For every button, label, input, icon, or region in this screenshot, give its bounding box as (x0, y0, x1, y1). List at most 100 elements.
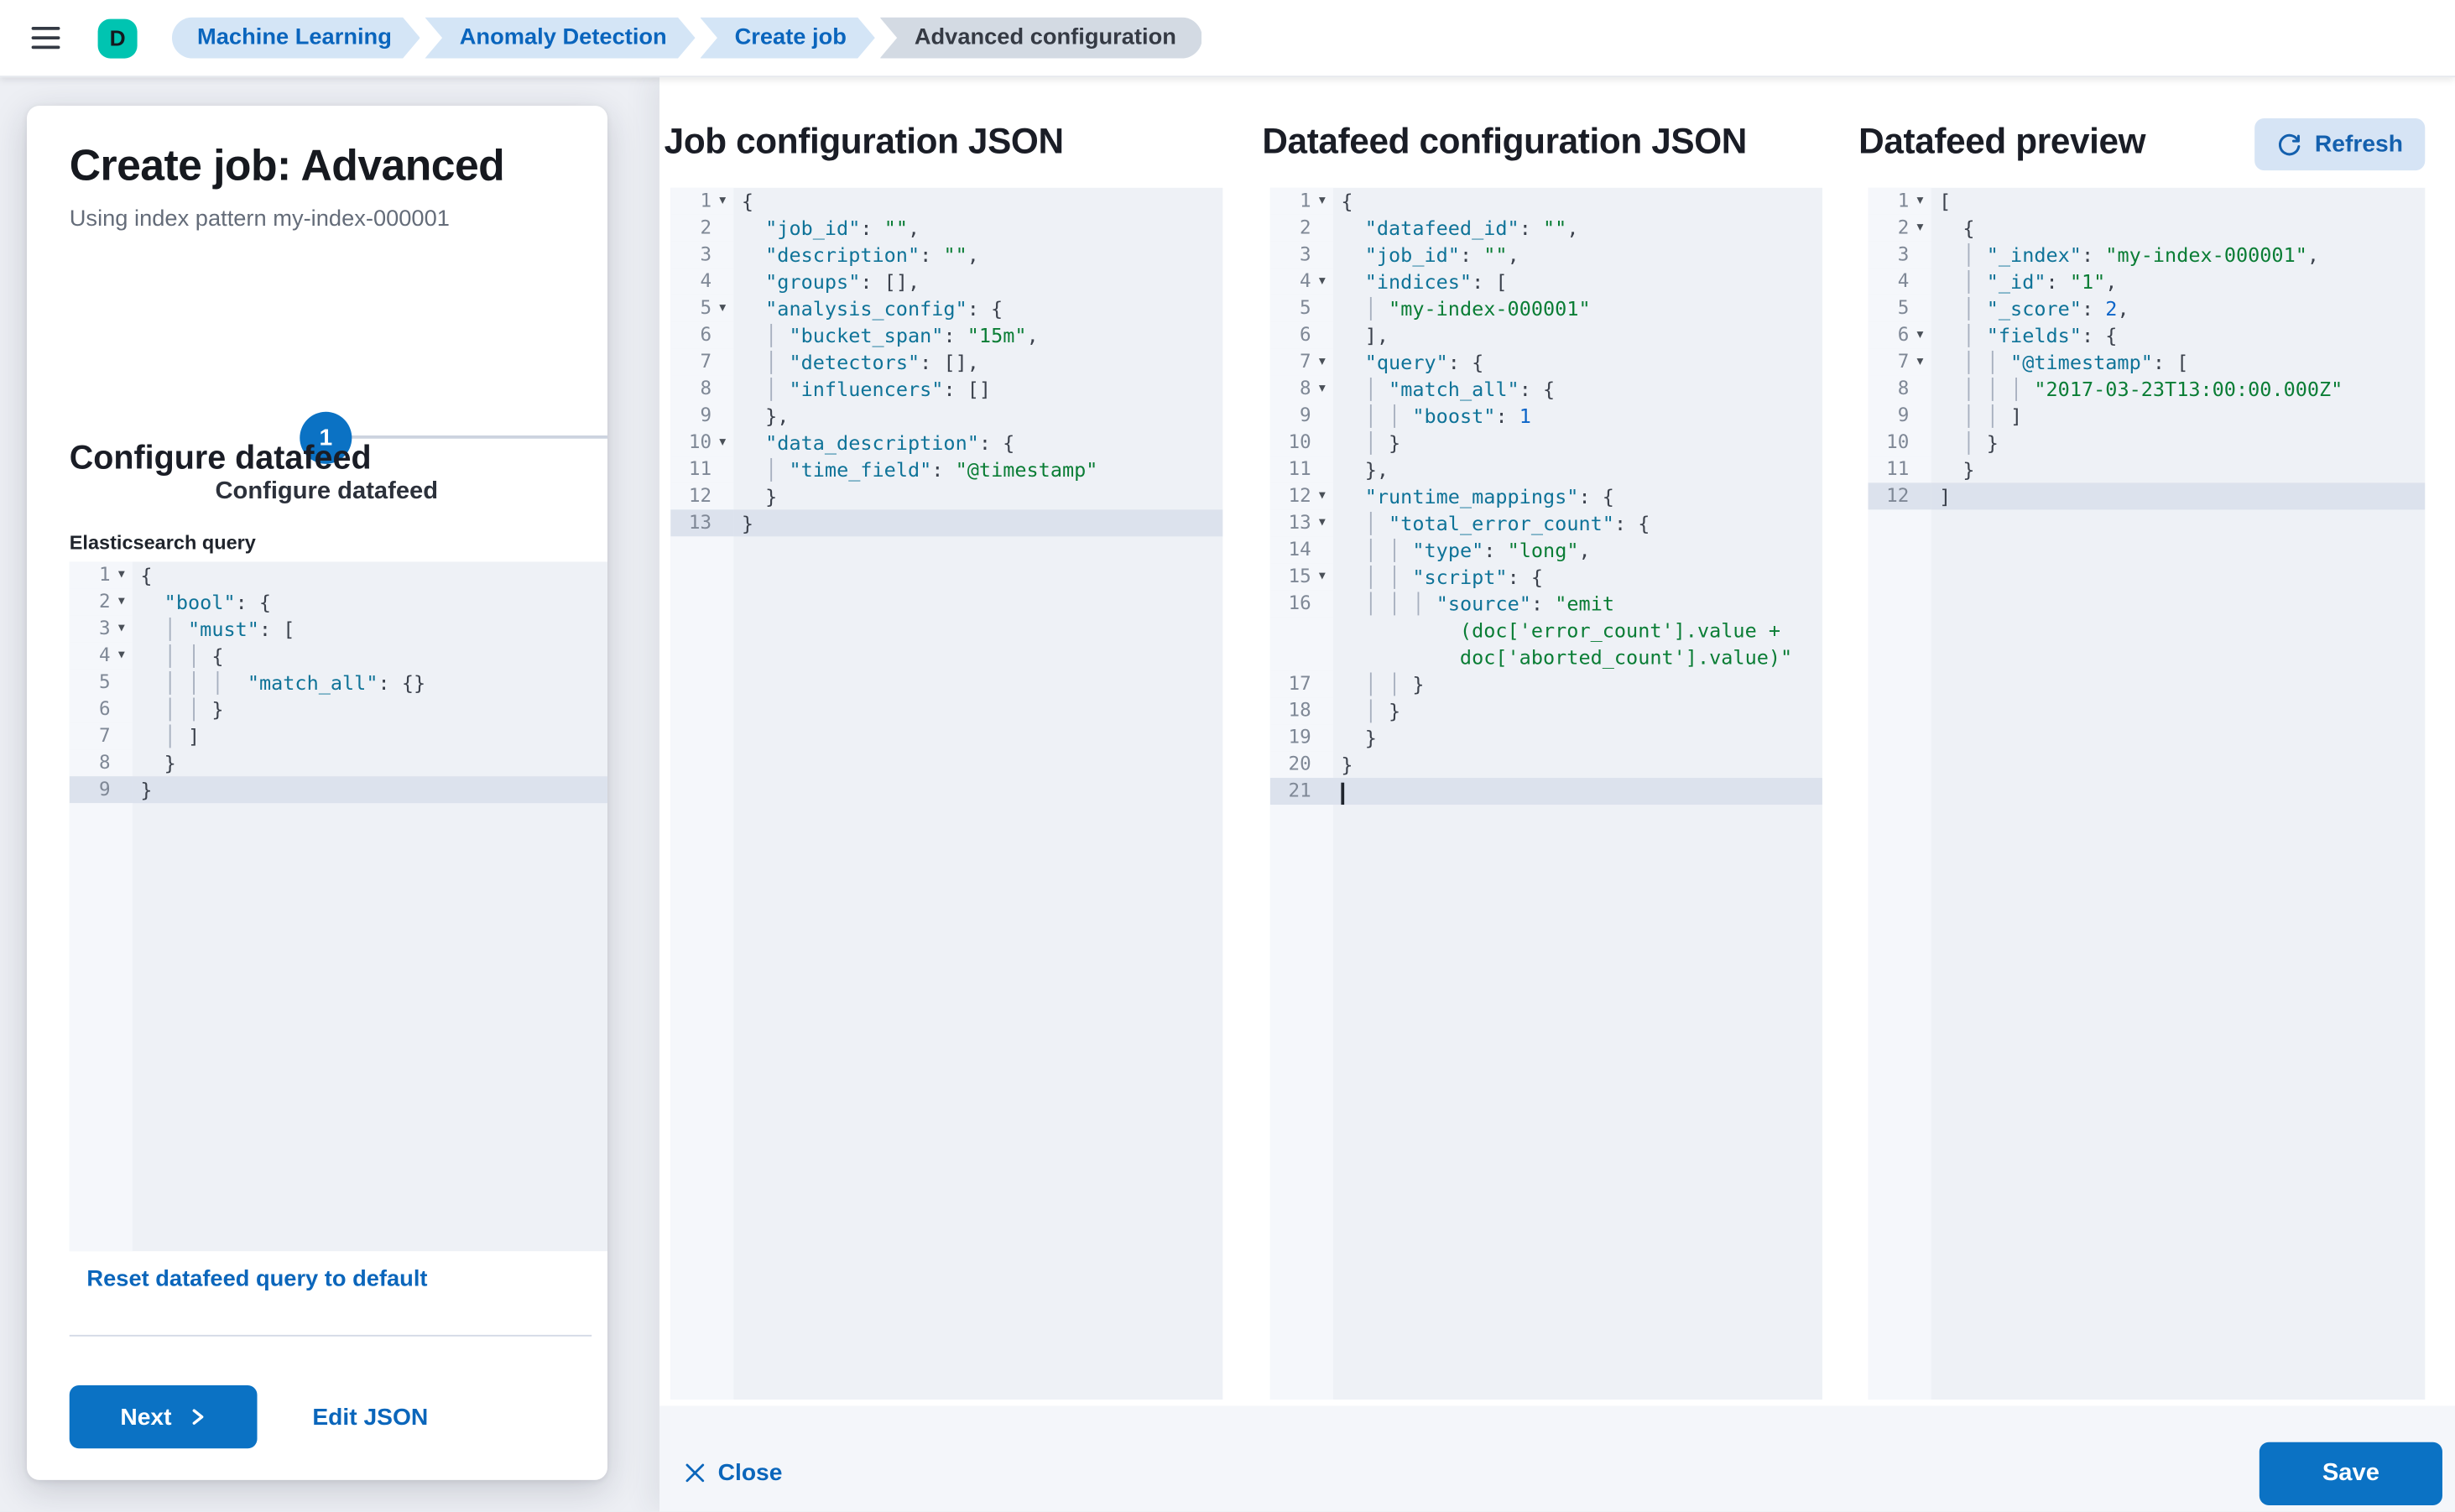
editor-empty-area (1269, 805, 1822, 1400)
es-query-label: Elasticsearch query (69, 531, 256, 555)
code-line: 9 }, (670, 402, 1222, 430)
reset-query-link[interactable]: Reset datafeed query to default (86, 1267, 428, 1293)
top-navigation-bar: D Machine Learning Anomaly Detection Cre… (0, 0, 2455, 78)
fold-arrow-icon[interactable]: ▼ (1318, 488, 1326, 502)
code-line: 3▼ │ "must": [ (69, 615, 607, 643)
fold-arrow-icon[interactable]: ▼ (1318, 194, 1326, 207)
code-line: 19 } (1269, 724, 1822, 752)
code-line: 10▼ "data_description": { (670, 429, 1222, 456)
code-line: 11 }, (1269, 456, 1822, 483)
code-line: 5▼ "analysis_config": { (670, 295, 1222, 322)
code-line: 8 │ │ │ "2017-03-23T13:00:00.000Z" (1868, 375, 2425, 403)
code-line: 6 │ "bucket_span": "15m", (670, 321, 1222, 349)
code-line: 10 │ } (1269, 429, 1822, 456)
code-line: 6▼ │ "fields": { (1868, 321, 2425, 349)
breadcrumb-create-job[interactable]: Create job (700, 18, 875, 59)
code-line: (doc['error_count'].value + (1269, 617, 1822, 644)
fold-arrow-icon[interactable]: ▼ (1318, 274, 1326, 288)
fold-arrow-icon[interactable]: ▼ (1318, 382, 1326, 395)
section-heading: Configure datafeed (69, 440, 372, 477)
code-line: 8 │ "influencers": [] (670, 375, 1222, 403)
code-line: 6 │ │ } (69, 696, 607, 723)
fold-arrow-icon[interactable]: ▼ (117, 648, 125, 661)
code-line: 2▼ { (1868, 214, 2425, 242)
breadcrumb-machine-learning[interactable]: Machine Learning (172, 18, 420, 59)
code-line: 2▼ "bool": { (69, 588, 607, 616)
chevron-right-icon (187, 1407, 206, 1426)
code-line: 6 ], (1269, 321, 1822, 349)
fold-arrow-icon[interactable]: ▼ (1916, 328, 1924, 342)
step-1-indicator[interactable]: 1 (300, 411, 352, 464)
code-line: 4 │ "_id": "1", (1868, 268, 2425, 295)
editor-empty-area (69, 803, 607, 1252)
code-line: 12 } (670, 482, 1222, 510)
breadcrumb-advanced-configuration: Advanced configuration (879, 17, 1201, 59)
fold-arrow-icon[interactable]: ▼ (117, 621, 125, 634)
fold-arrow-icon[interactable]: ▼ (1318, 355, 1326, 368)
edit-json-link[interactable]: Edit JSON (312, 1403, 429, 1431)
fold-arrow-icon[interactable]: ▼ (1916, 194, 1924, 207)
datafeed-preview-editor[interactable]: 1▼[2▼ {3 │ "_index": "my-index-000001",4… (1868, 187, 2426, 1400)
close-button[interactable]: Close (675, 1458, 792, 1489)
code-line: 11 │ "time_field": "@timestamp" (670, 456, 1222, 483)
code-line: 13} (670, 509, 1223, 537)
job-config-title: Job configuration JSON (664, 121, 1064, 161)
fold-arrow-icon[interactable]: ▼ (719, 435, 727, 449)
fold-arrow-icon[interactable]: ▼ (719, 194, 727, 207)
code-line: 18 │ } (1269, 697, 1822, 725)
fold-arrow-icon[interactable]: ▼ (1318, 569, 1326, 582)
fold-arrow-icon[interactable]: ▼ (1318, 515, 1326, 529)
refresh-button[interactable]: Refresh (2254, 118, 2426, 171)
breadcrumb: Machine Learning Anomaly Detection Creat… (172, 17, 1207, 59)
code-line: 8▼ │ "match_all": { (1269, 375, 1822, 403)
code-line: 9} (69, 776, 607, 804)
editor-empty-area (670, 536, 1222, 1400)
code-line: 3 │ "_index": "my-index-000001", (1868, 241, 2425, 269)
code-line: 4▼ │ │ { (69, 642, 607, 670)
save-button[interactable]: Save (2259, 1441, 2442, 1505)
index-pattern-subtitle: Using index pattern my-index-000001 (69, 206, 450, 232)
datafeed-config-editor[interactable]: 1▼{2 "datafeed_id": "",3 "job_id": "",4▼… (1269, 187, 1822, 1400)
code-line: 10 │ } (1868, 429, 2425, 456)
menu-icon[interactable] (31, 26, 60, 50)
code-line: 5 │ │ │ "match_all": {} (69, 669, 607, 696)
fold-arrow-icon[interactable]: ▼ (117, 594, 125, 607)
breadcrumb-anomaly-detection[interactable]: Anomaly Detection (425, 18, 695, 59)
code-line: 17 │ │ } (1269, 670, 1822, 698)
code-line: 15▼ │ │ "script": { (1269, 563, 1822, 591)
es-query-editor[interactable]: 1▼{2▼ "bool": {3▼ │ "must": [4▼ │ │ {5 │… (69, 561, 607, 1252)
avatar[interactable]: D (97, 18, 138, 58)
datafeed-preview-title: Datafeed preview (1858, 121, 2146, 161)
fold-arrow-icon[interactable]: ▼ (719, 301, 727, 315)
code-line: 4▼ "indices": [ (1269, 268, 1822, 295)
code-line: 9 │ │ "boost": 1 (1269, 402, 1822, 430)
step-1-label: Configure datafeed (215, 477, 439, 505)
divider (69, 1334, 592, 1337)
page-title: Create job: Advanced (69, 140, 505, 190)
step-connector-line (325, 435, 607, 439)
code-line: 21 (1269, 778, 1822, 806)
editor-empty-area (1868, 509, 2425, 1400)
close-label: Close (717, 1459, 783, 1487)
fold-arrow-icon[interactable]: ▼ (1916, 221, 1924, 234)
code-line: 4 "groups": [], (670, 268, 1222, 295)
wizard-panel: Create job: Advanced Using index pattern… (26, 105, 607, 1480)
code-line: 1▼{ (69, 561, 607, 589)
edit-json-flyout: Job configuration JSON Datafeed configur… (659, 76, 2455, 1512)
code-line: 13▼ │ "total_error_count": { (1269, 509, 1822, 537)
next-button[interactable]: Next (69, 1385, 258, 1449)
job-config-editor[interactable]: 1▼{2 "job_id": "",3 "description": "",4 … (670, 187, 1223, 1400)
code-line: 8 } (69, 749, 607, 777)
code-line: 7▼ "query": { (1269, 348, 1822, 376)
refresh-label: Refresh (2314, 131, 2403, 159)
code-line: 1▼{ (670, 187, 1222, 215)
code-line: 2 "job_id": "", (670, 214, 1222, 242)
fold-arrow-icon[interactable]: ▼ (117, 567, 125, 581)
code-line: 7 │ ] (69, 722, 607, 750)
datafeed-config-title: Datafeed configuration JSON (1262, 121, 1747, 161)
next-label: Next (120, 1403, 172, 1431)
code-line: 1▼{ (1269, 187, 1822, 215)
fold-arrow-icon[interactable]: ▼ (1916, 355, 1924, 368)
flyout-footer: Close Save (659, 1405, 2455, 1512)
